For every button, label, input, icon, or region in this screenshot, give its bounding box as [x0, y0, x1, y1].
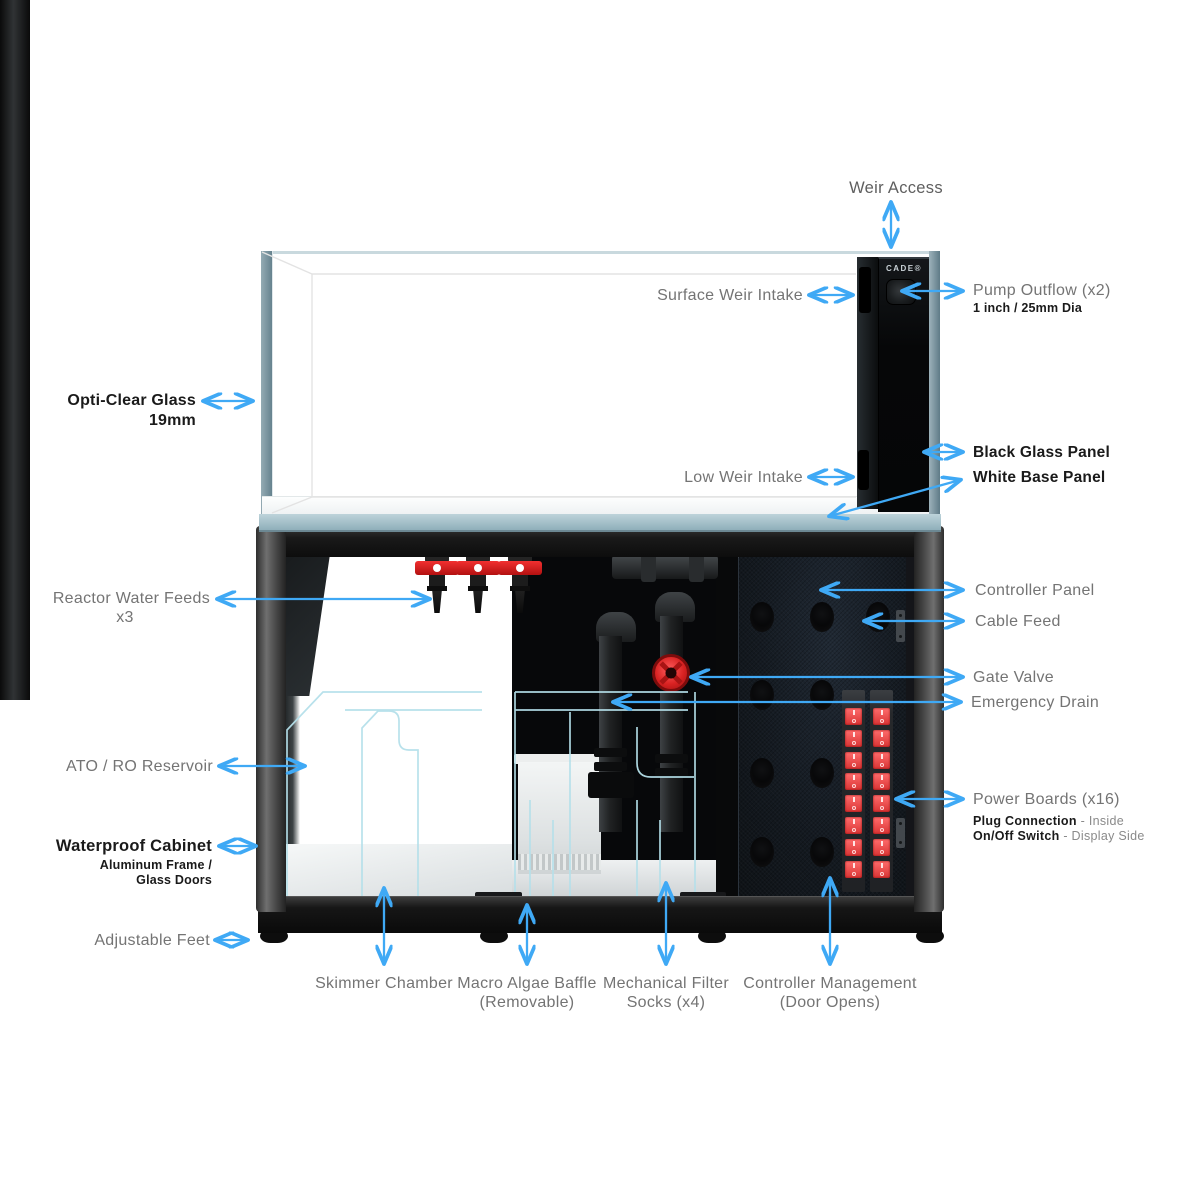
- cable-feed-slot: [896, 610, 905, 642]
- valve-red-handle: [415, 561, 459, 575]
- power-board-switch: [845, 817, 862, 834]
- controller-panel-hole: [810, 680, 834, 710]
- power-board-switch: [845, 860, 862, 878]
- label-weir-access: Weir Access: [849, 179, 943, 197]
- filter-socks-line1: Mechanical Filter: [602, 975, 730, 992]
- base-rim: [259, 514, 941, 532]
- label-power-boards-switch: On/Off Switch - Display Side: [973, 827, 1145, 845]
- power-board-switch: [873, 751, 890, 769]
- label-adjustable-feet: Adjustable Feet: [94, 932, 210, 949]
- label-power-boards: Power Boards (x16): [973, 791, 1120, 808]
- pipe-bracket: [588, 772, 634, 798]
- controller-panel-hole: [750, 602, 774, 632]
- controller-mgmt-line2: (Door Opens): [779, 994, 881, 1011]
- label-ato-ro-reservoir: ATO / RO Reservoir: [65, 758, 213, 775]
- pipe-union: [594, 762, 627, 771]
- controller-mgmt-line1: Controller Management: [743, 975, 917, 992]
- drain-pipe: [599, 636, 622, 832]
- label-reactor-water-feeds: Reactor Water Feeds: [52, 590, 210, 607]
- tank-top-rim: [262, 251, 940, 254]
- label-low-weir-intake: Low Weir Intake: [684, 469, 803, 486]
- power-board-switch: [845, 838, 862, 856]
- frame-post: [0, 350, 30, 700]
- power-board-switch: [873, 817, 890, 834]
- label-opti-clear-glass: Opti-Clear Glass: [67, 392, 196, 409]
- label-white-base-panel: White Base Panel: [973, 469, 1106, 486]
- power-board-switch: [873, 860, 890, 878]
- plug-connection-bold: Plug Connection: [973, 814, 1077, 828]
- plug-connection-rest: - Inside: [1076, 814, 1124, 828]
- pump-outflow-port: [886, 279, 916, 305]
- label-controller-management: Controller Management (Door Opens): [740, 974, 920, 1012]
- macro-algae-line1: Macro Algae Baffle: [457, 975, 597, 992]
- label-waterproof-cabinet-sub1: Aluminum Frame /: [99, 858, 212, 872]
- power-board-switch: [873, 773, 890, 791]
- pipe-union: [655, 768, 688, 777]
- pipe-union: [655, 754, 688, 763]
- pipe-coupler: [641, 552, 656, 582]
- tank-right-glass-edge: [929, 251, 940, 514]
- controller-panel-hole: [810, 758, 834, 788]
- label-pump-outflow-sub: 1 inch / 25mm Dia: [973, 301, 1082, 315]
- filter-socks-line2: Socks (x4): [626, 994, 706, 1011]
- power-board-switch: [845, 729, 862, 747]
- frame-post: [0, 0, 30, 350]
- label-gate-valve: Gate Valve: [973, 669, 1054, 686]
- gate-valve-hub: [665, 667, 677, 679]
- label-waterproof-cabinet: Waterproof Cabinet: [55, 837, 212, 855]
- power-board-switch: [873, 838, 890, 856]
- controller-panel-hole: [866, 602, 890, 632]
- power-board-switch: [845, 751, 862, 769]
- label-opti-clear-glass-mm: 19mm: [148, 412, 196, 429]
- valve-red-handle: [456, 561, 500, 575]
- pipe-coupler: [689, 552, 704, 582]
- onoff-switch-bold: On/Off Switch: [973, 829, 1060, 843]
- label-black-glass-panel: Black Glass Panel: [973, 444, 1110, 461]
- power-board-switch: [845, 708, 862, 725]
- cabinet-right-pillar: [914, 526, 944, 912]
- label-power-boards-plug: Plug Connection - Inside: [973, 812, 1124, 830]
- label-cable-feed: Cable Feed: [975, 613, 1061, 630]
- low-weir-intake-slot: [858, 450, 869, 490]
- label-controller-panel: Controller Panel: [975, 582, 1095, 599]
- label-emergency-drain: Emergency Drain: [971, 694, 1100, 711]
- door-hinge-gap: [716, 554, 738, 904]
- power-board-switch: [845, 773, 862, 791]
- cable-feed-slot: [896, 818, 905, 848]
- label-pump-outflow: Pump Outflow (x2): [973, 282, 1111, 299]
- controller-panel-hole: [750, 758, 774, 788]
- white-base-panel: [262, 496, 940, 516]
- label-reactor-water-feeds-count: x3: [116, 609, 134, 626]
- controller-panel-hole: [750, 837, 774, 867]
- cabinet-top-rail: [258, 527, 942, 557]
- label-mechanical-filter-socks: Mechanical Filter Socks (x4): [586, 974, 746, 1012]
- label-skimmer-chamber: Skimmer Chamber: [304, 974, 464, 993]
- power-board-strip: [870, 690, 893, 892]
- gate-valve-wheel: [652, 654, 690, 692]
- filter-sock-texture: [518, 854, 601, 870]
- tank-left-glass-edge: [261, 251, 273, 514]
- controller-panel-hole: [810, 837, 834, 867]
- valve-red-handle: [498, 561, 542, 575]
- onoff-switch-rest: - Display Side: [1059, 829, 1145, 843]
- power-board-switch: [873, 729, 890, 747]
- label-waterproof-cabinet-sub2: Glass Doors: [136, 873, 212, 887]
- skimmer-chamber-line1: Skimmer Chamber: [315, 975, 453, 992]
- macro-algae-line2: (Removable): [479, 994, 575, 1011]
- power-board-strip: [842, 690, 865, 892]
- controller-panel-hole: [750, 680, 774, 710]
- power-board-switch: [845, 795, 862, 813]
- filter-sock-holder-lip: [514, 754, 605, 764]
- pipe-union: [594, 748, 627, 757]
- label-surface-weir-intake: Surface Weir Intake: [657, 287, 803, 304]
- cabinet-left-pillar: [256, 526, 286, 912]
- cabinet-bottom-rail: [258, 896, 942, 933]
- weir-side-face: [857, 257, 878, 509]
- brand-logo: CADE®: [885, 264, 923, 273]
- label-macro-algae-baffle: Macro Algae Baffle (Removable): [447, 974, 607, 1012]
- power-board-switch: [873, 795, 890, 813]
- power-board-switch: [873, 708, 890, 725]
- surface-weir-intake-slot: [859, 267, 871, 313]
- controller-panel-hole: [810, 602, 834, 632]
